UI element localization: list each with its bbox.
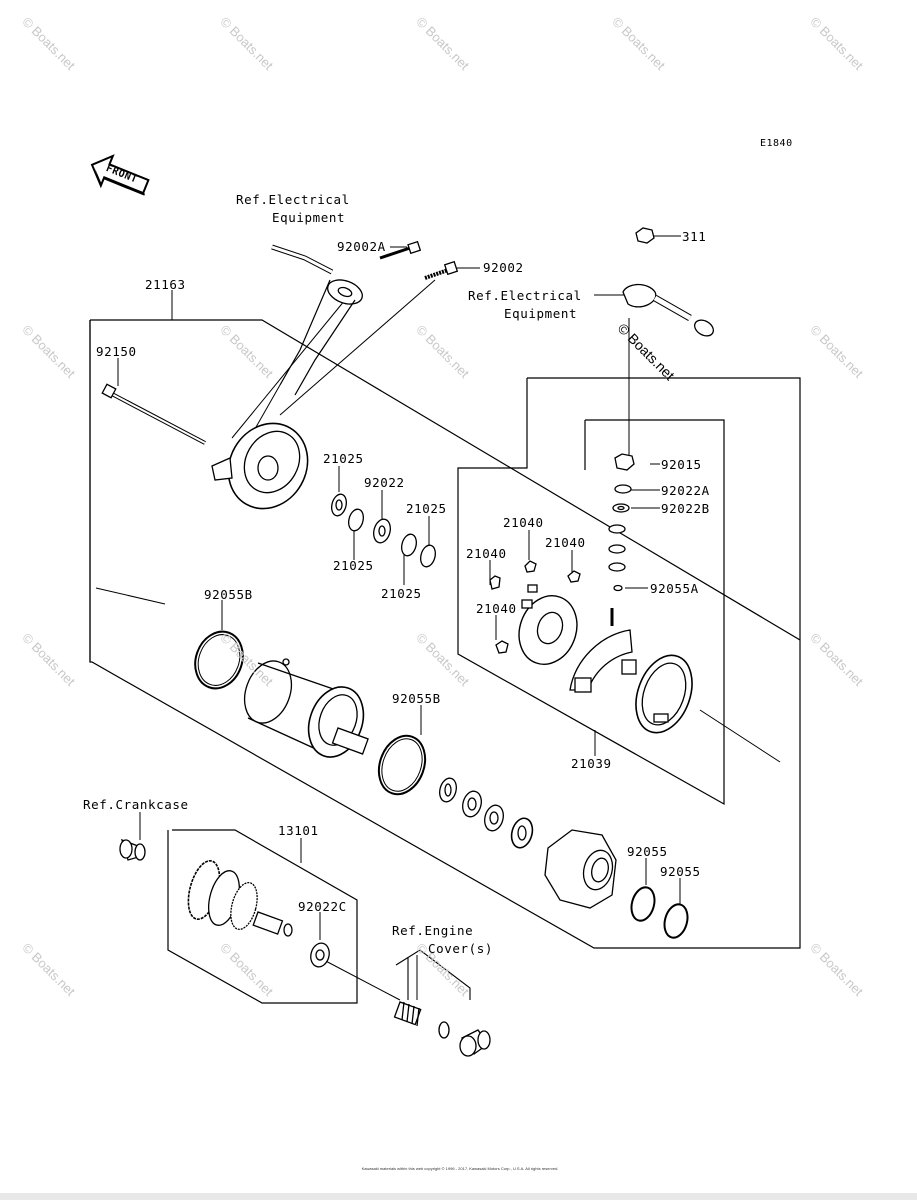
clip-icon [438,1021,450,1039]
bushing-crankcase-icon [119,838,146,861]
ref-electrical-right-line2: Equipment [504,306,578,321]
o-ring-92055B-left-icon [194,630,244,690]
o-ring-92055-2-icon [663,903,689,939]
bolt-92002A-icon [379,240,422,260]
assembly-outline-21163 [89,319,801,949]
ref-electrical-left-line1: Ref.Electrical [236,192,350,207]
o-ring-92055B-right-icon [377,734,427,796]
part-21025-1: 21025 [323,451,364,466]
assembly-outline-21039 [457,377,801,806]
part-21040-4: 21040 [476,601,517,616]
assembly-outline-13101 [167,829,358,1004]
part-92022C: 92022C [298,899,347,914]
brush-holder-icon [569,608,637,693]
part-92055A: 92055A [650,581,699,596]
yoke-end-ring-icon [635,654,693,734]
pinion-gear-assembly-icon [187,859,293,937]
part-92002A: 92002A [337,239,386,254]
ref-crankcase-label: Ref.Crankcase [83,797,189,812]
shaft-washers-icon [439,777,534,849]
part-21040-1: 21040 [503,515,544,530]
part-92055B-2: 92055B [392,691,441,706]
bottom-strip [0,1193,917,1200]
brush-spring-icon [489,560,581,654]
assembly-outline-engine-cover [395,949,471,1000]
motor-yoke-icon [243,658,369,758]
part-92002: 92002 [483,260,524,275]
o-ring-92055-1-icon [630,886,656,922]
ref-electrical-left-line2: Equipment [272,210,346,225]
rear-end-cover-icon [544,829,617,909]
part-13101: 13101 [278,823,319,838]
front-arrow-icon [90,154,150,196]
washer-stack-icon [331,493,436,568]
washer-92022C-icon [310,942,330,968]
part-21025-4: 21025 [381,586,422,601]
ref-engine-line2: Cover(s) [428,941,494,956]
part-92055-2: 92055 [660,864,701,879]
through-bolt-92150-icon [101,383,206,445]
part-21163: 21163 [145,277,186,292]
part-92150: 92150 [96,344,137,359]
ref-electrical-right-line1: Ref.Electrical [468,288,582,303]
cable-ref-electrical-right [622,227,714,337]
bolt-92002-icon [424,260,459,280]
part-92022B: 92022B [661,501,710,516]
ref-engine-line1: Ref.Engine [392,923,474,938]
part-21025-3: 21025 [333,558,374,573]
spring-icon [393,1001,422,1027]
bushing-engine-cover-icon [459,1029,491,1057]
figure-id: E1840 [760,138,793,149]
front-end-cover-icon [211,422,309,510]
part-21025-2: 21025 [406,501,447,516]
part-21039: 21039 [571,756,612,771]
part-21040-2: 21040 [545,535,586,550]
part-92015: 92015 [661,457,702,472]
cable-ref-electrical-left [271,244,363,396]
part-92055B-1: 92055B [204,587,253,602]
part-92055-1: 92055 [627,844,668,859]
part-92022: 92022 [364,475,405,490]
terminal-hardware-stack-icon [608,453,635,592]
part-92022A: 92022A [661,483,710,498]
part-21040-3: 21040 [466,546,507,561]
copyright-notice: Kawasaki materials within this web copyr… [361,1166,559,1171]
part-311: 311 [682,229,707,244]
brush-plate-icon [518,584,578,665]
